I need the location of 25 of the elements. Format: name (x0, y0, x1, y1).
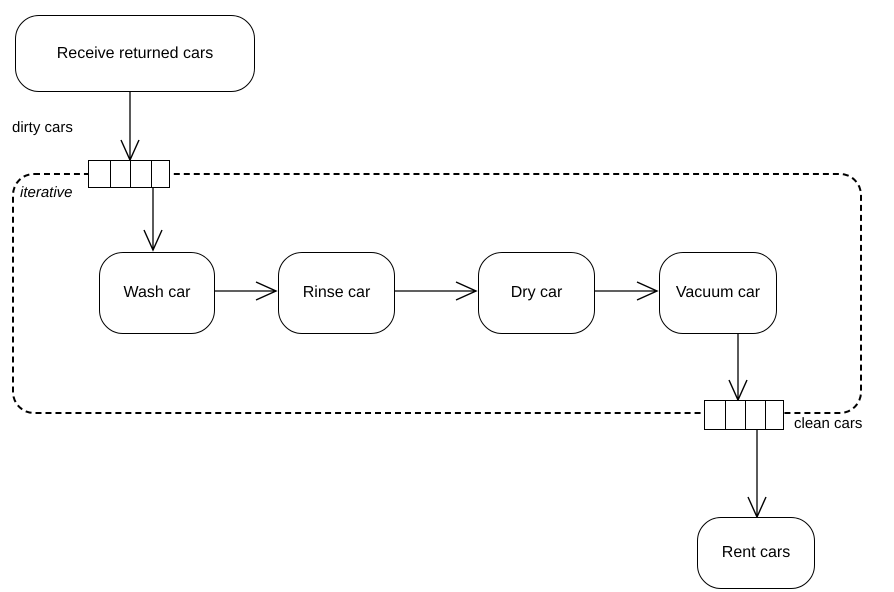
action-box (278, 252, 395, 334)
action-box (15, 15, 255, 92)
action-label: Receive returned cars (56, 44, 214, 64)
arrow (593, 281, 658, 301)
expansion-node (88, 160, 170, 188)
action-label: Rent cars (722, 543, 790, 563)
arrow (393, 281, 477, 301)
expansion-region (12, 173, 862, 414)
expansion-node (704, 400, 784, 430)
action-label: Vacuum car (676, 283, 760, 303)
action-box (478, 252, 595, 334)
action-box (659, 252, 777, 334)
action-label: Wash car (124, 283, 190, 303)
action-label: Rinse car (302, 283, 370, 303)
arrow (213, 281, 277, 301)
arrow (728, 332, 748, 401)
arrow (143, 188, 163, 251)
action-box (697, 517, 815, 589)
region-keyword: iterative (20, 185, 73, 200)
arrow (747, 430, 767, 518)
arrow (120, 92, 140, 161)
action-label: Dry car (510, 283, 562, 303)
object-label: clean cars (794, 416, 862, 431)
object-label: dirty cars (12, 120, 73, 135)
action-box (99, 252, 215, 334)
